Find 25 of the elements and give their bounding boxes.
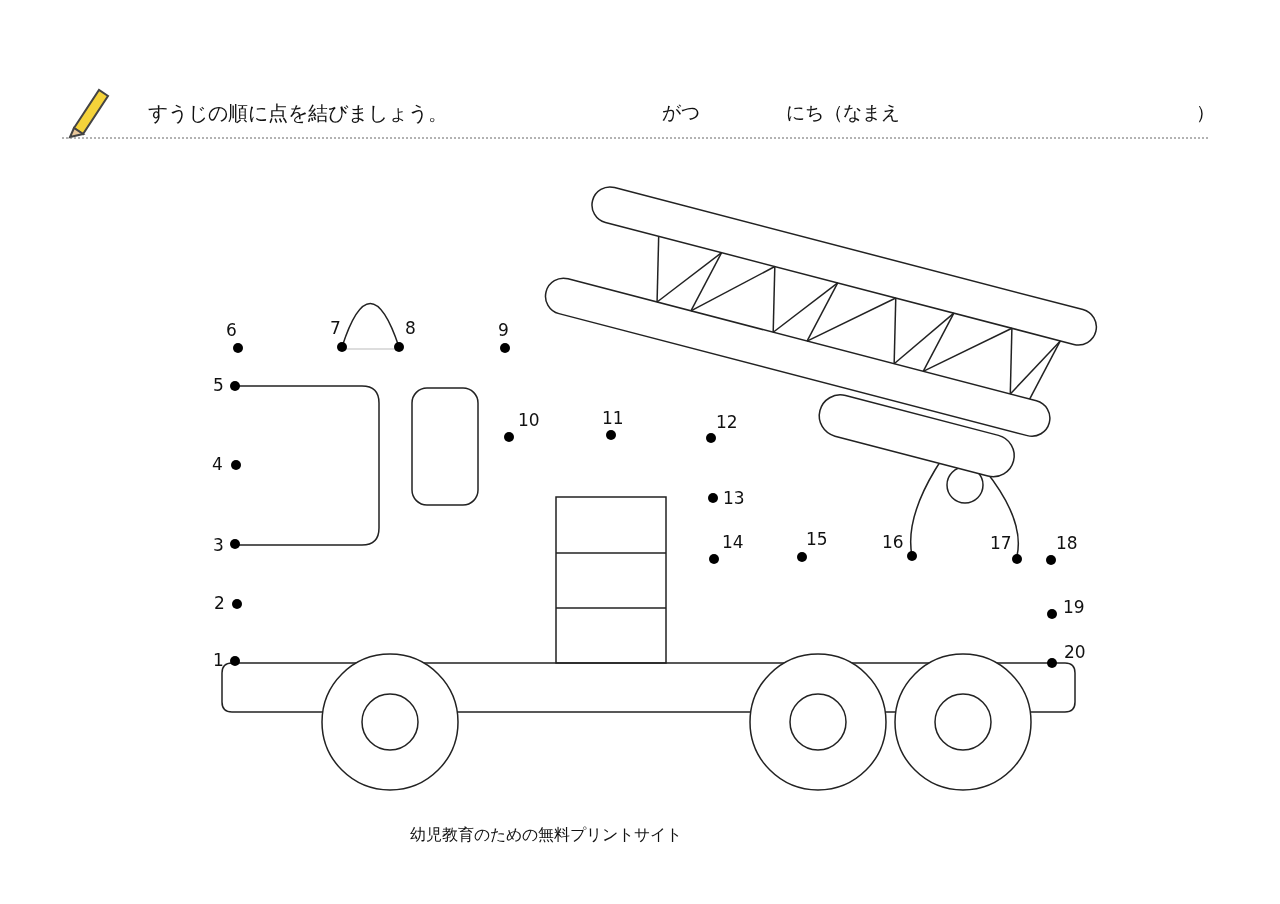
dot-number: 6 bbox=[226, 322, 237, 339]
dot-number: 8 bbox=[405, 320, 416, 337]
dot-number: 18 bbox=[1056, 535, 1078, 552]
dot-number: 19 bbox=[1063, 599, 1085, 616]
dot-number: 17 bbox=[990, 535, 1012, 552]
dot-number: 12 bbox=[716, 414, 738, 431]
dot-number: 7 bbox=[330, 320, 341, 337]
footer-text: 幼児教育のための無料プリントサイト bbox=[410, 827, 682, 843]
dot-number: 9 bbox=[498, 322, 509, 339]
dot-number: 20 bbox=[1064, 644, 1086, 661]
month-label: がつ bbox=[662, 103, 700, 122]
dot-number: 13 bbox=[723, 490, 745, 507]
dot-number: 1 bbox=[213, 652, 224, 669]
dot-number: 5 bbox=[213, 377, 224, 394]
dot-number: 16 bbox=[882, 534, 904, 551]
dot-number: 3 bbox=[213, 537, 224, 554]
name-label: にち（なまえ bbox=[786, 103, 900, 122]
dot-number: 2 bbox=[214, 595, 225, 612]
dot-number: 14 bbox=[722, 534, 744, 551]
instruction-text: すうじの順に点を結びましょう。 bbox=[148, 103, 448, 123]
dot-number: 4 bbox=[212, 456, 223, 473]
dot-number: 11 bbox=[602, 410, 624, 427]
dot-number: 10 bbox=[518, 412, 540, 429]
dot-number: 15 bbox=[806, 531, 828, 548]
closing-bracket: ） bbox=[1196, 103, 1215, 122]
